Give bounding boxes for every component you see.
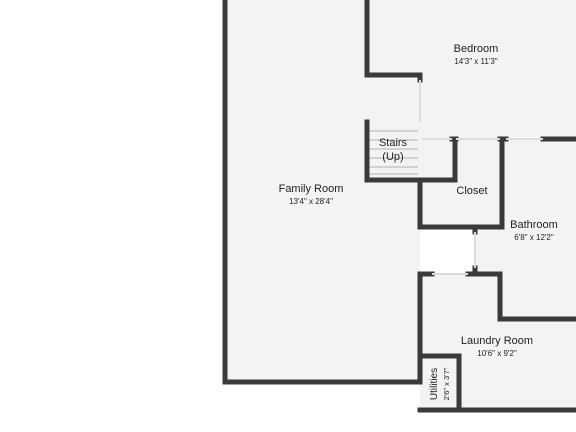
bathroom-dims: 6'8" x 12'2"	[514, 233, 554, 242]
stairs-name-line2: (Up)	[382, 151, 403, 163]
wall-closet-bathroom	[417, 136, 505, 230]
wall-closet-inner	[417, 136, 458, 183]
utilities-dims: 2'6" x 3'7"	[442, 367, 451, 400]
bathroom-name: Bathroom	[510, 219, 558, 231]
bedroom-floor	[367, 0, 576, 137]
door-openings	[419, 80, 543, 275]
laundry-room-name: Laundry Room	[461, 335, 533, 347]
family-room-dims: 13'4" x 28'4"	[289, 197, 333, 206]
stairs-floor	[367, 122, 420, 180]
utilities-label: Utilities 2'6" x 3'7"	[429, 367, 451, 400]
walls	[222, 0, 576, 413]
bedroom-name: Bedroom	[454, 43, 499, 55]
wall-laundry-top	[417, 271, 435, 385]
utilities-name: Utilities	[429, 368, 440, 400]
stairs-name-line1: Stairs	[379, 137, 408, 149]
bedroom-dims: 14'3" x 11'3"	[454, 57, 497, 66]
room-labels: Bedroom 14'3" x 11'3" Stairs (Up) Family…	[279, 43, 558, 400]
wall-family-room-outer	[222, 0, 423, 385]
wall-stairs-box	[364, 119, 423, 217]
wall-bedroom-notch	[364, 0, 423, 83]
laundry-room-dims: 10'6" x 9'2"	[477, 349, 517, 358]
family-room-name: Family Room	[279, 183, 344, 195]
floor-areas	[225, 0, 576, 411]
closet-name: Closet	[456, 185, 487, 197]
wall-utilities	[417, 353, 462, 413]
wall-bathroom-bottom	[465, 271, 576, 322]
stair-treads	[369, 130, 418, 175]
